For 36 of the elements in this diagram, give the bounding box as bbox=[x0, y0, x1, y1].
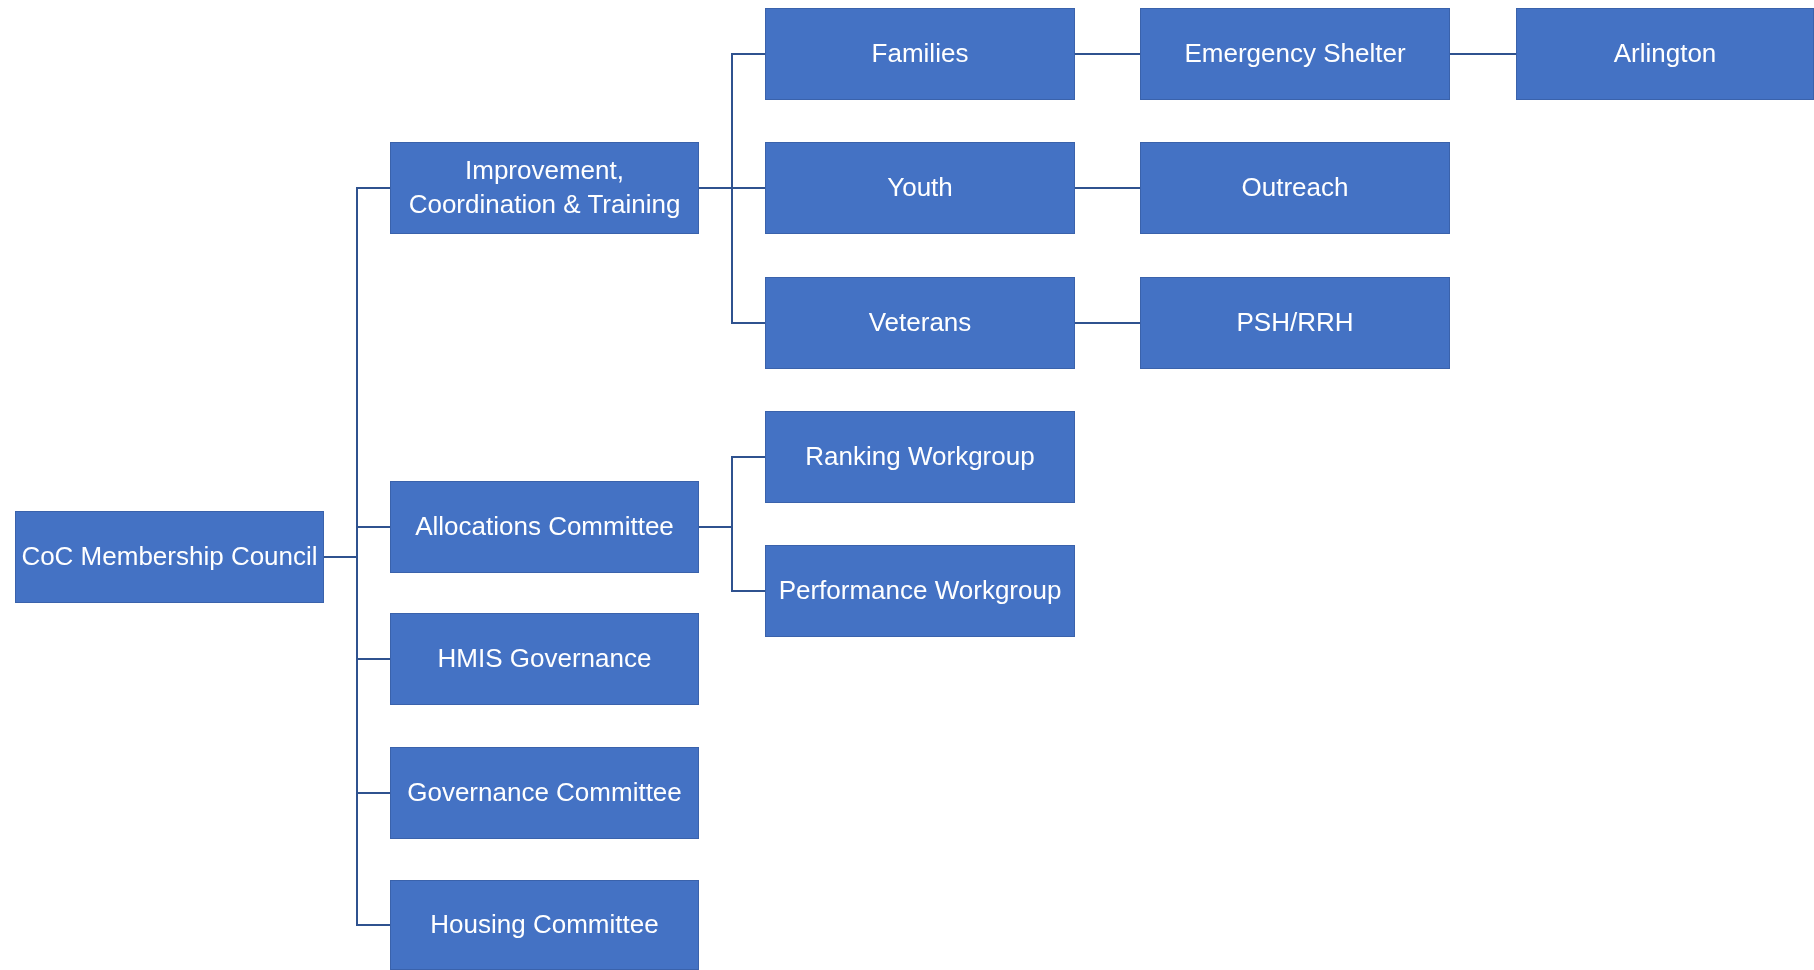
box-label: Outreach bbox=[1241, 171, 1349, 205]
box-label: Arlington bbox=[1613, 37, 1717, 71]
box-label: Families bbox=[871, 37, 969, 71]
org-box bbox=[15, 511, 324, 603]
connector-line bbox=[1074, 187, 1141, 189]
box-label: CoC Membership Council bbox=[21, 540, 318, 574]
connector-line bbox=[1074, 322, 1141, 324]
box-label: Performance Workgroup bbox=[778, 574, 1062, 608]
connector-line bbox=[698, 187, 766, 324]
org-box bbox=[1516, 8, 1814, 100]
org-box bbox=[390, 747, 699, 839]
box-label: HMIS Governance bbox=[437, 642, 652, 676]
box-label: PSH/RRH bbox=[1236, 306, 1354, 340]
box-label: Housing Committee bbox=[430, 908, 659, 942]
box-label: Youth bbox=[887, 171, 953, 205]
org-box bbox=[1140, 8, 1450, 100]
connector-line bbox=[698, 526, 766, 592]
org-box bbox=[765, 545, 1075, 637]
org-box bbox=[390, 481, 699, 573]
org-box bbox=[390, 142, 699, 234]
box-label: Ranking Workgroup bbox=[805, 440, 1035, 474]
org-box bbox=[1140, 142, 1450, 234]
box-label: Veterans bbox=[868, 306, 972, 340]
org-box bbox=[765, 8, 1075, 100]
org-box bbox=[765, 277, 1075, 369]
org-box bbox=[390, 880, 699, 970]
connector-line bbox=[1449, 53, 1517, 55]
box-label: Governance Committee bbox=[407, 776, 682, 810]
box-label: Allocations Committee bbox=[415, 510, 674, 544]
box-label: Emergency Shelter bbox=[1184, 37, 1406, 71]
org-box bbox=[390, 613, 699, 705]
connector-line bbox=[1074, 53, 1141, 55]
org-box bbox=[765, 142, 1075, 234]
org-box bbox=[1140, 277, 1450, 369]
org-box bbox=[765, 411, 1075, 503]
box-label: Improvement, Coordination & Training bbox=[407, 154, 682, 221]
